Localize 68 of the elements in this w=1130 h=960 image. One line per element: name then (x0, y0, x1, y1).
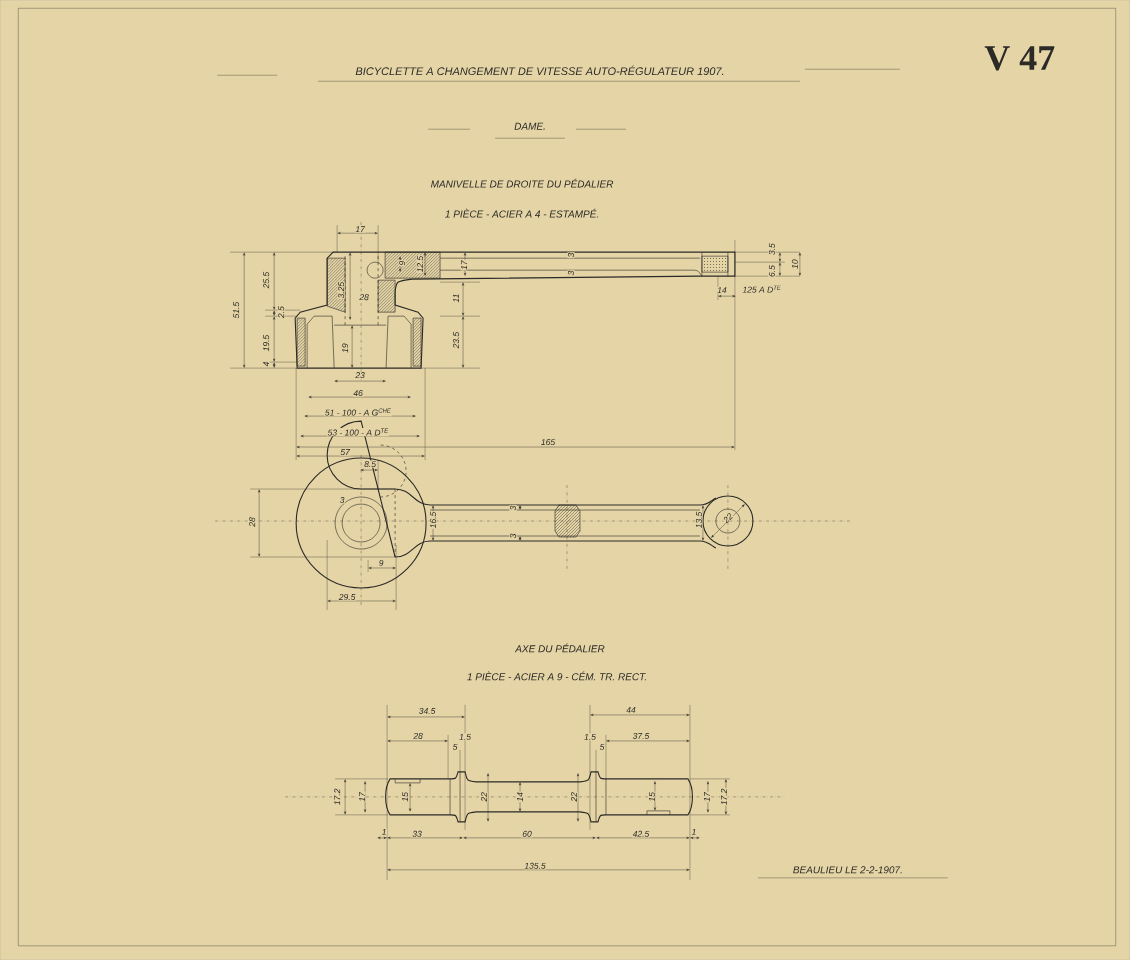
sheet-number: V 47 (984, 46, 1055, 71)
dimension-label: 19 (341, 342, 349, 354)
dimension-label: 3 (509, 533, 517, 539)
dimension-label: 60 (521, 830, 533, 838)
signature-date: BEAULIEU LE 2-2-1907. (792, 865, 904, 874)
dimension-label: 1 (690, 828, 697, 836)
dimension-label: 57 (339, 448, 351, 456)
dimension-label: 14 (716, 286, 728, 294)
dimension-label: 28 (412, 732, 424, 740)
dimension-label: 15 (401, 791, 409, 803)
dimension-label: 25.5 (262, 271, 270, 289)
subtitle: DAME. (513, 122, 547, 131)
dimension-label: 33 (411, 830, 423, 838)
title: BICYCLETTE A CHANGEMENT DE VITESSE AUTO-RÉGULATEUR 1907. (354, 64, 726, 76)
dimension-label: 9 (378, 559, 385, 567)
dimension-label: 135.5 (523, 862, 547, 870)
dimension-label: 12.5 (416, 255, 424, 273)
dimension-label: 29.5 (338, 593, 356, 601)
dimension-label: 17 (703, 791, 711, 803)
dimension-label: 53 - 100 - A D$^{TE}$ (327, 427, 390, 437)
dimension-label: 22 (480, 791, 488, 803)
dimension-label: 22 (570, 791, 578, 803)
dimension-label: 42.5 (632, 830, 650, 838)
dimension-label: 44 (625, 706, 637, 714)
dimension-label: 17 (460, 259, 468, 271)
dimension-label: 17 (354, 225, 366, 233)
part-heading: MANIVELLE DE DROITE DU PÉDALIER (430, 178, 614, 189)
dimension-label: 46 (352, 389, 364, 397)
dimension-label: 5 (452, 743, 459, 751)
dimension-label: 1.5 (583, 733, 597, 741)
dimension-label: 5 (599, 743, 605, 751)
dimension-label: 37.5 (632, 732, 650, 740)
dimension-label: 1 (381, 828, 388, 836)
dimension-label: 51.5 (232, 301, 240, 319)
dimension-label: 16.5 (429, 511, 437, 529)
dimension-label: 23 (354, 371, 366, 379)
dimension-label: 4 (262, 361, 270, 368)
part-note: 1 PIÈCE - ACIER A 9 - CÉM. TR. RECT. (466, 670, 648, 681)
dimension-label: 165 (540, 438, 556, 446)
dimension-label: 6.5 (768, 264, 776, 278)
dimension-label: 10 (791, 258, 799, 270)
part-note: 1 PIÈCE - ACIER A 4 - ESTAMPÉ. (444, 208, 600, 219)
dimension-label: 3 (509, 505, 517, 511)
dimension-label: 17.2 (333, 788, 341, 806)
dimension-label: 28 (248, 516, 256, 528)
dimension-label: 34.5 (418, 707, 436, 715)
dimension-label: 3.5 (768, 242, 776, 256)
dimension-label: 11 (452, 293, 460, 304)
dimension-label: 8.5 (363, 460, 377, 468)
dimension-label: 3 (567, 252, 575, 259)
dimension-label: 14 (516, 791, 524, 803)
dimension-label: 13.5 (695, 511, 703, 529)
dimension-label: 3 (567, 270, 575, 277)
dimension-label: 51 - 100 - A G$^{CHE}$ (324, 407, 392, 417)
dimension-label: 3.25 (337, 281, 345, 299)
dimension-label: 19.5 (262, 334, 270, 352)
dimension-label: 3 (339, 496, 346, 504)
dimension-label: 22 (721, 511, 735, 525)
dimension-label: 125 A D$^{TE}$ (741, 285, 782, 294)
dimension-label: 1.5 (458, 733, 472, 741)
dimension-label: 17.2 (720, 788, 728, 806)
dimension-label: 28 (358, 293, 370, 301)
dimension-label: 17 (358, 791, 366, 803)
dimension-label: 15 (648, 791, 656, 803)
part-heading: AXE DU PÉDALIER (514, 642, 606, 653)
dimension-label: 9 (398, 260, 406, 267)
dimension-label: 2.5 (277, 305, 285, 319)
dimension-label: 23.5 (452, 331, 460, 349)
